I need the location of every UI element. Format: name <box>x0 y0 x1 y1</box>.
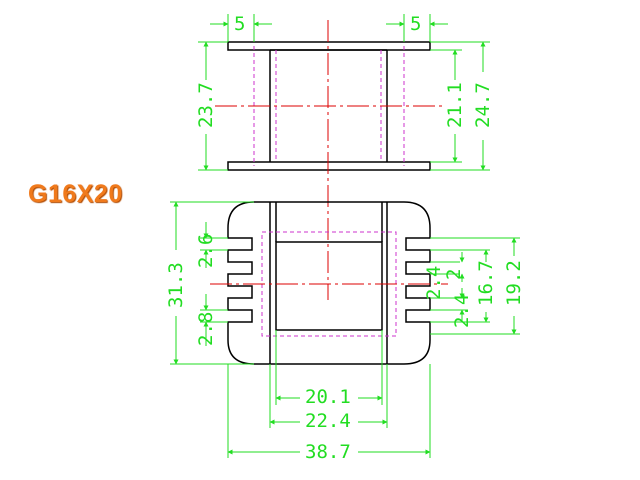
dim-outer-height: 24.7 <box>472 82 494 128</box>
dim-flange-left: 5 <box>234 13 245 35</box>
dim-slot-2: 2 <box>443 269 465 280</box>
top-view <box>215 20 445 300</box>
dim-inner-vertical: 16.7 <box>475 260 497 306</box>
dim-inner-height: 21.1 <box>444 82 466 128</box>
dim-pin-pitch-left-top: 2.6 <box>195 234 217 268</box>
dim-pin-pitch-right-bottom: 2.4 <box>451 294 473 328</box>
bottom-view <box>210 201 448 365</box>
dim-window-width: 20.1 <box>305 386 351 408</box>
dim-flange-right: 5 <box>410 13 421 35</box>
core-window <box>275 241 383 331</box>
dim-overall-vertical: 31.3 <box>165 262 187 308</box>
dim-core-width: 22.4 <box>305 410 351 432</box>
bottom-flange <box>227 161 431 171</box>
dim-outer-vertical: 19.2 <box>503 260 525 306</box>
dim-overall-height: 23.7 <box>195 82 217 128</box>
top-flange <box>227 41 431 51</box>
part-title: G16X20 <box>28 180 123 208</box>
dim-slot-2-4: 2.4 <box>423 266 445 300</box>
dim-pin-pitch-left-bottom: 2.8 <box>195 312 217 346</box>
dim-base-width: 38.7 <box>305 441 351 463</box>
base-outline <box>227 201 431 365</box>
